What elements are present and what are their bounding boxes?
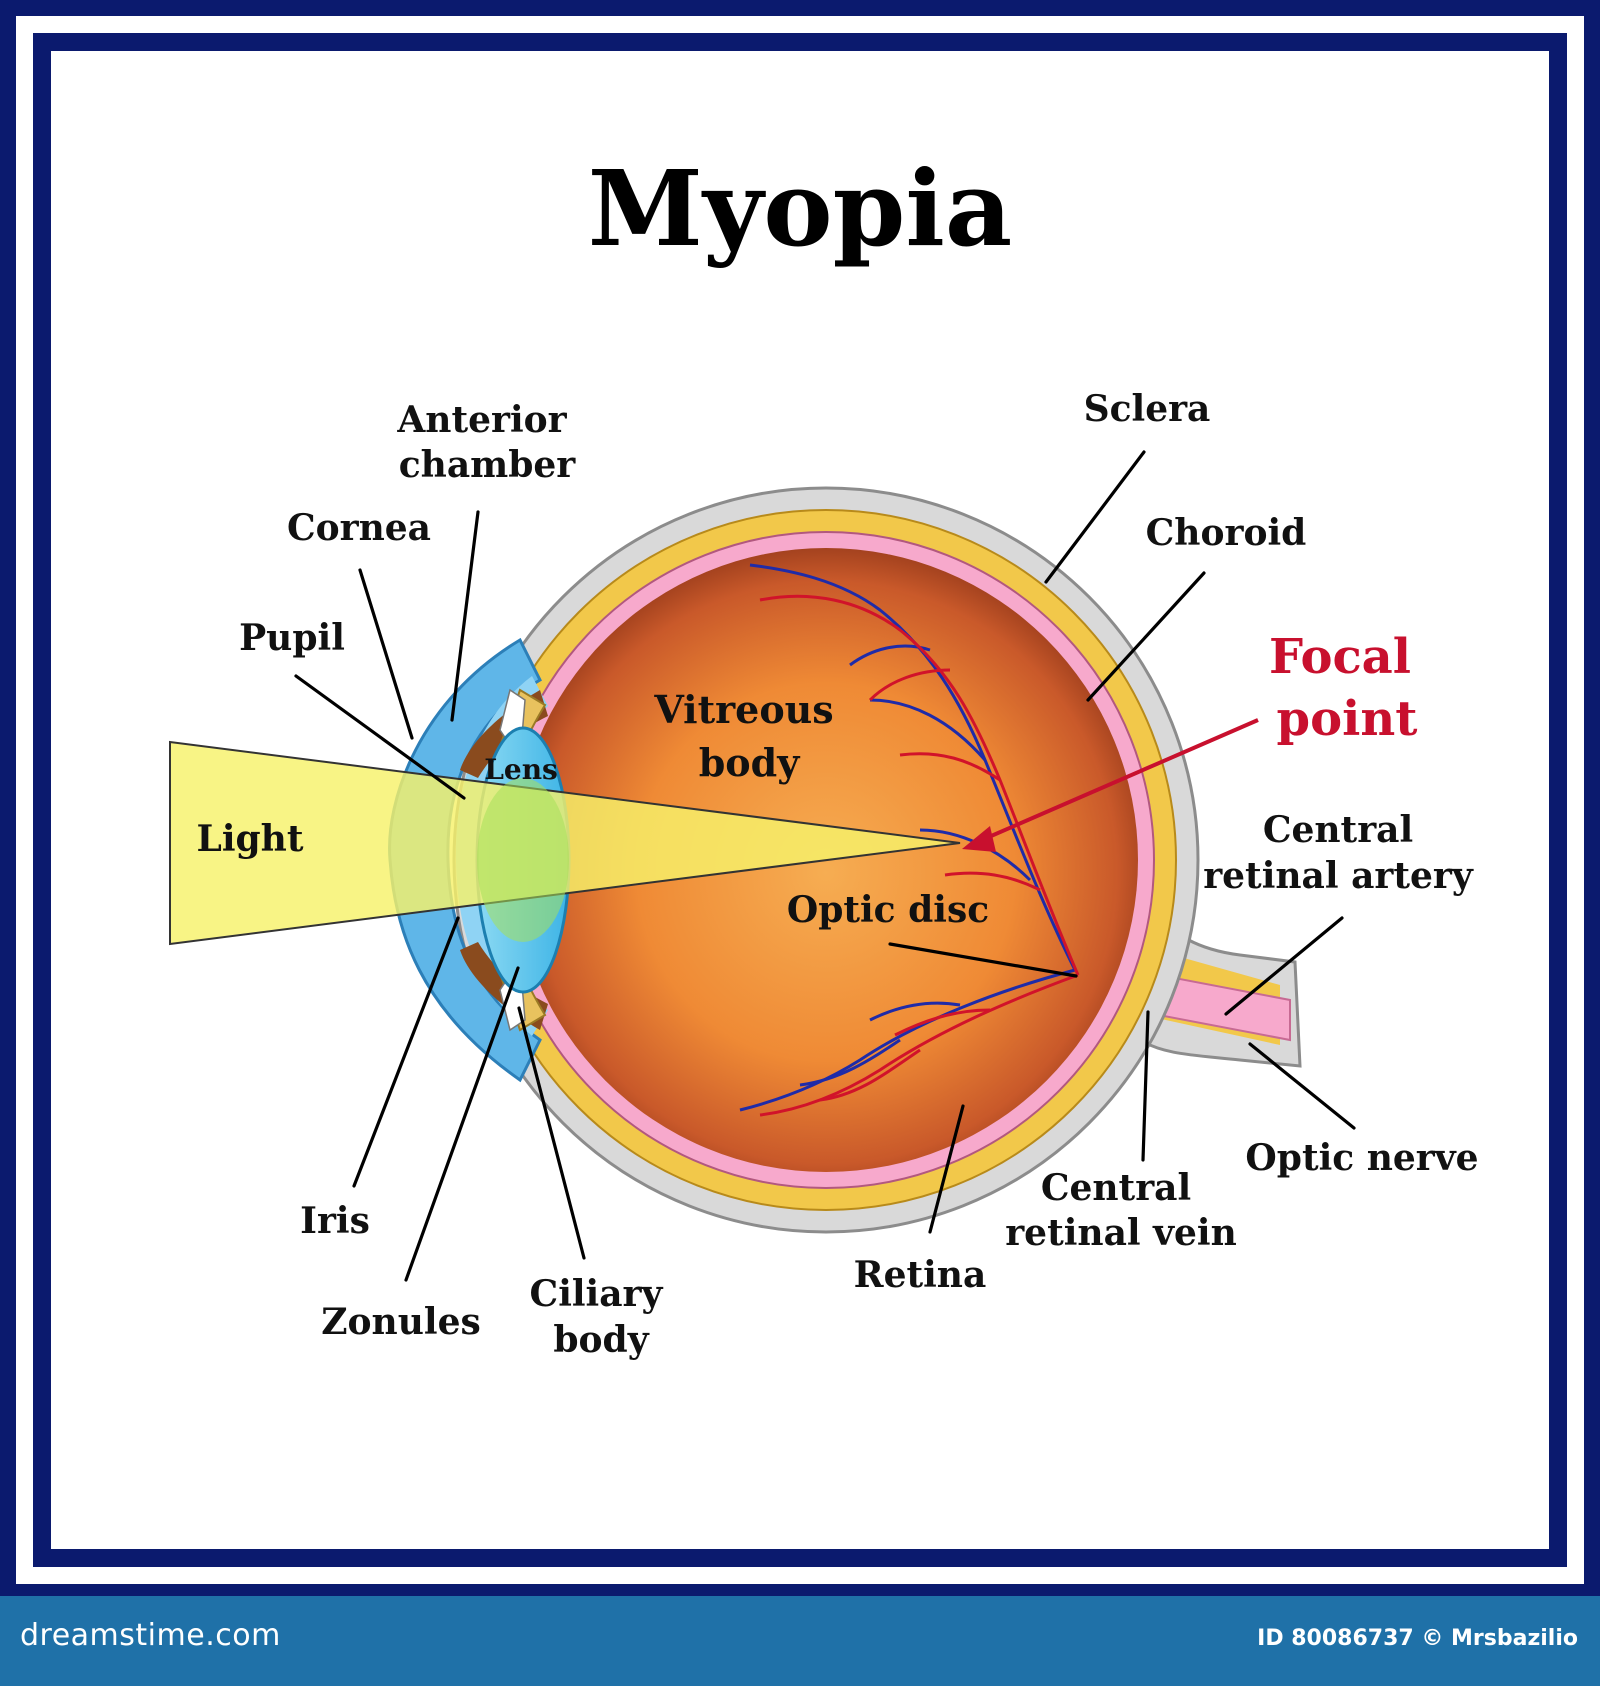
leader-zonules — [404, 966, 520, 1282]
label-anterior-chamber-line2: chamber — [399, 444, 577, 486]
footer-bar: dreamstime.com ID 80086737 © Mrsbazilio — [0, 1596, 1600, 1686]
leader-optic-nerve — [1248, 1042, 1356, 1130]
retinal-vessels — [739, 563, 1080, 1117]
leader-ciliary-body — [517, 1006, 586, 1260]
label-central-retinal-artery-line1: Central — [1263, 809, 1413, 851]
label-zonules: Zonules — [321, 1301, 481, 1343]
label-lens: Lens — [484, 753, 558, 786]
label-vitreous-body-line2: body — [699, 740, 800, 785]
leader-central-retinal-artery — [1224, 916, 1344, 1016]
leader-choroid — [1086, 571, 1206, 702]
label-focal-point-line2: point — [1277, 691, 1418, 747]
leader-pupil — [294, 674, 466, 800]
label-pupil: Pupil — [239, 617, 345, 659]
label-ciliary-body-line1: Ciliary — [530, 1273, 664, 1315]
leader-central-retinal-vein — [1141, 1010, 1150, 1162]
outer-frame — [0, 0, 1600, 1600]
leader-cornea — [358, 568, 414, 740]
label-vitreous-body-line1: Vitreous — [653, 687, 833, 732]
label-central-retinal-vein-line2: retinal vein — [1005, 1212, 1237, 1254]
leader-sclera — [1044, 450, 1146, 584]
focal-point-arrow — [974, 718, 1259, 845]
label-iris: Iris — [300, 1200, 370, 1242]
label-focal-point-line1: Focal — [1269, 629, 1411, 685]
label-anterior-chamber-line1: Anterior — [396, 399, 567, 441]
footer-site-name: dreamstime.com — [20, 1618, 281, 1653]
leader-retina — [928, 1104, 965, 1234]
leader-iris — [352, 916, 460, 1188]
inner-frame — [33, 33, 1567, 1567]
label-optic-disc: Optic disc — [787, 889, 989, 931]
footer-credit: ID 80086737 © Mrsbazilio — [1257, 1626, 1578, 1651]
label-central-retinal-artery-line2: retinal artery — [1203, 855, 1474, 897]
label-sclera: Sclera — [1084, 388, 1211, 430]
diagram-title: Myopia — [588, 147, 1013, 270]
label-ciliary-body-line2: body — [553, 1319, 649, 1361]
label-light: Light — [197, 818, 304, 860]
leader-optic-disc — [888, 942, 1078, 978]
label-central-retinal-vein-line1: Central — [1041, 1167, 1191, 1209]
leader-anterior-chamber — [450, 510, 480, 722]
label-optic-nerve: Optic nerve — [1245, 1137, 1478, 1179]
label-cornea: Cornea — [287, 507, 431, 549]
label-retina: Retina — [854, 1254, 987, 1296]
lens-light-overlay — [477, 778, 569, 942]
focal-point-arrowhead — [962, 826, 996, 852]
label-choroid: Choroid — [1146, 512, 1307, 554]
